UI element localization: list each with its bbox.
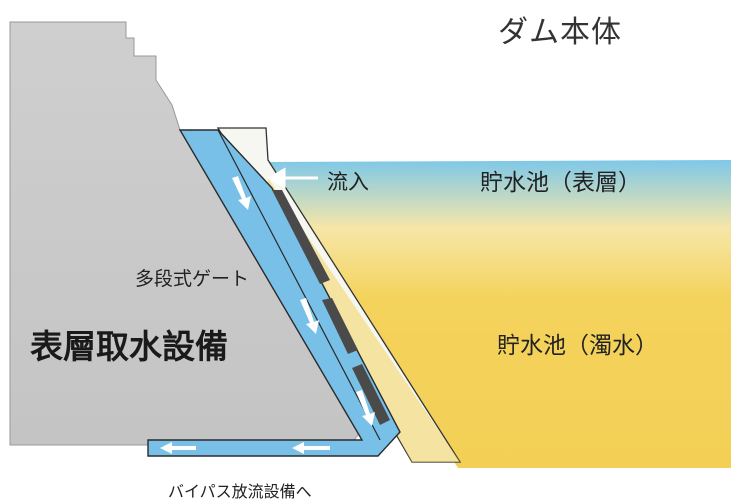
multistage-gate-label: 多段式ゲート	[135, 268, 250, 290]
intake-channel	[147, 129, 401, 457]
intake-facility-label: 表層取水設備	[30, 327, 228, 366]
upstream-wall-yellow	[266, 178, 460, 462]
reservoir-turbid-label: 貯水池（濁水）	[497, 333, 658, 359]
bypass-label: バイパス放流設備へ	[168, 482, 312, 501]
dam-body-label: ダム本体	[498, 15, 622, 50]
bypass-arrows	[160, 442, 330, 454]
reservoir-surface-label: 貯水池（表層）	[480, 170, 641, 196]
down-arrows	[232, 176, 375, 426]
reservoir-water	[262, 160, 731, 468]
inflow-label: 流入	[327, 170, 369, 194]
channel-divider	[217, 129, 381, 441]
multistage-gate	[272, 190, 390, 425]
inflow-arrow	[266, 167, 318, 189]
